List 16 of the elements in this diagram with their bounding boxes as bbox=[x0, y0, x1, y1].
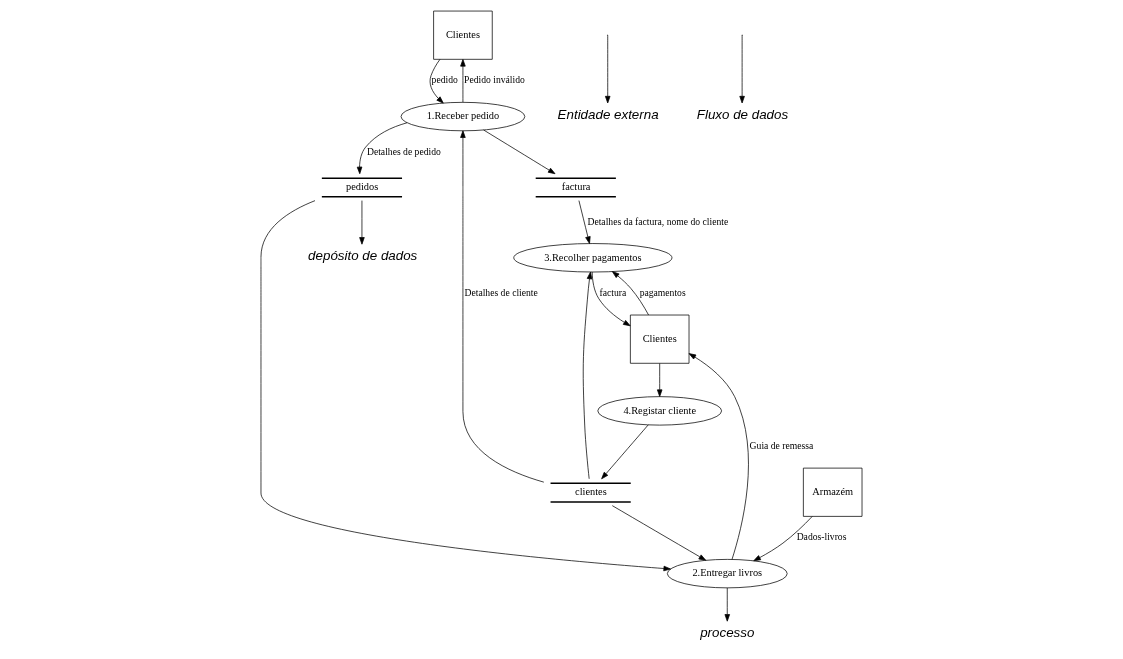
edge-label: Guia de remessa bbox=[749, 440, 814, 452]
node-text: Entidade externa bbox=[557, 107, 659, 123]
node-text: clientes bbox=[575, 486, 607, 498]
edge-label: Dados-livros bbox=[796, 531, 847, 543]
node-text: processo bbox=[700, 625, 755, 641]
edge-label: Pedido inválido bbox=[464, 74, 525, 86]
edge-label: Detalhes da factura, nome do cliente bbox=[587, 215, 729, 227]
edge-label: pagamentos bbox=[639, 287, 686, 299]
node-text: pedidos bbox=[345, 181, 379, 193]
edge-label: Detalhes de pedido bbox=[366, 145, 441, 157]
node-text: factura bbox=[561, 181, 591, 193]
edge-label: pedido bbox=[431, 74, 458, 86]
edge-label: factura bbox=[599, 287, 627, 299]
node-text: Fluxo de dados bbox=[696, 107, 789, 123]
edge-label: Detalhes de cliente bbox=[464, 287, 538, 299]
node-text: depósito de dados bbox=[308, 248, 418, 264]
